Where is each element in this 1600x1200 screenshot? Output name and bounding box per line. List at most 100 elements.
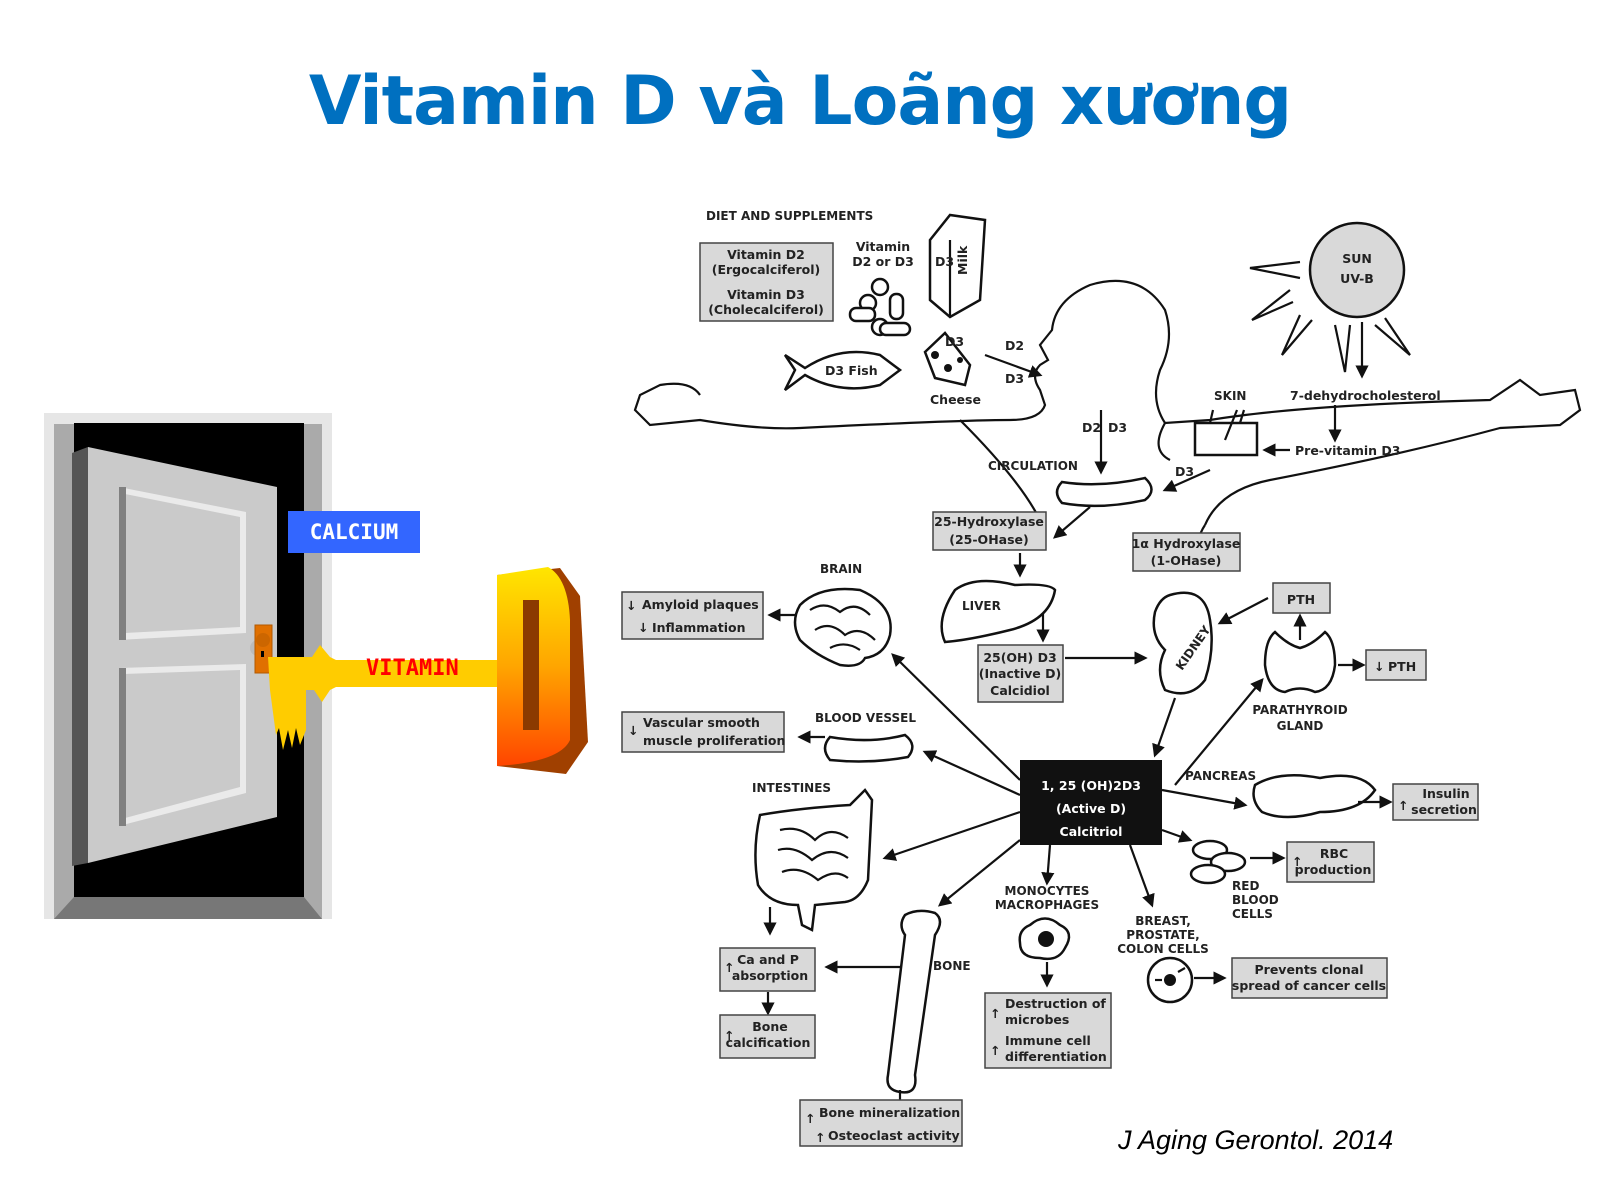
milk-carton-icon: D3 Milk [928,213,987,319]
svg-text:(Cholecalciferol): (Cholecalciferol) [708,302,824,317]
svg-text:MACROPHAGES: MACROPHAGES [995,898,1099,912]
blood-vessel-label: BLOOD VESSEL [815,711,916,725]
intestines-label: INTESTINES [752,781,831,795]
svg-text:D3: D3 [945,334,964,349]
calcidiol-box [977,644,1064,703]
immune-effects-box [984,992,1112,1069]
door-key-illustration [44,413,588,919]
previtamin-label: Pre-vitamin D3 [1295,443,1400,458]
svg-text:absorption: absorption [732,968,808,983]
calcium-tag: CALCIUM [288,511,420,553]
up-arrow-icon: ↑ [805,1111,815,1126]
svg-text:Vascular smooth: Vascular smooth [643,715,760,730]
parathyroid-gland-icon [1263,630,1337,694]
circulation-vessel-icon [1055,476,1153,508]
red-blood-cells-icon [1189,839,1247,885]
svg-text:Vitamin D2: Vitamin D2 [727,247,805,262]
svg-text:(Inactive D): (Inactive D) [979,666,1061,681]
svg-text:Vitamin D3: Vitamin D3 [727,287,805,302]
svg-text:25(OH) D3: 25(OH) D3 [983,650,1056,665]
key-icon [268,567,588,774]
vessel-effects-box [621,711,785,753]
svg-text:LIVER: LIVER [962,599,1001,613]
svg-text:PTH: PTH [1287,592,1315,607]
up-arrow-icon: ↑ [1292,854,1302,869]
svg-text:UV-B: UV-B [1340,271,1374,286]
svg-text:secretion: secretion [1411,802,1477,817]
brain-effects-box [621,591,764,640]
brain-icon [793,587,892,667]
up-arrow-icon: ↑ [990,1006,1000,1021]
svg-text:production: production [1295,862,1372,877]
svg-text:Prevents clonal: Prevents clonal [1255,962,1364,977]
bone-icon [886,909,942,1094]
svg-text:Milk: Milk [955,245,970,275]
skin-label: SKIN [1214,389,1246,403]
svg-text:Destruction of: Destruction of [1005,996,1106,1011]
pills-icon [848,277,912,337]
bone-label: BONE [933,959,971,973]
insulin-box [1392,783,1479,821]
cancer-cell-icon [1146,956,1194,1004]
svg-text:GLAND: GLAND [1277,719,1324,733]
up-arrow-icon: ↑ [724,1028,734,1043]
brain-label: BRAIN [820,562,862,576]
diet-header: DIET AND SUPPLEMENTS [706,209,873,223]
svg-text:D2: D2 [1005,338,1024,353]
bone-effects-box [799,1099,963,1147]
svg-text:differentiation: differentiation [1005,1049,1107,1064]
svg-text:D3: D3 [935,254,954,269]
citation: J Aging Gerontol. 2014 [1118,1125,1394,1155]
svg-text:(Active D): (Active D) [1056,801,1126,816]
svg-text:Immune cell: Immune cell [1005,1033,1091,1048]
sun-icon: SUN UV-B [1249,221,1411,379]
svg-text:D3: D3 [1005,371,1024,386]
up-arrow-icon: ↑ [724,960,734,975]
vitamin-key-label: VITAMIN [366,656,459,681]
circulation-label: CIRCULATION [988,459,1078,473]
cancer-effect-box [1231,957,1388,999]
down-arrow-icon: ↓ [1374,659,1384,674]
svg-text:Amyloid plaques: Amyloid plaques [642,597,759,612]
svg-text:25-Hydroxylase: 25-Hydroxylase [934,514,1044,529]
blood-vessel-icon [823,733,914,763]
svg-text:MONOCYTES: MONOCYTES [1005,884,1090,898]
svg-text:spread of cancer cells: spread of cancer cells [1232,978,1386,993]
pancreas-label: PANCREAS [1185,769,1256,783]
svg-text:calcification: calcification [726,1035,811,1050]
svg-text:SUN: SUN [1342,251,1372,266]
svg-text:CELLS: CELLS [1232,907,1273,921]
svg-text:D3: D3 [1175,464,1194,479]
fish-icon: D3 Fish [783,350,903,391]
svg-text:D3: D3 [1108,420,1127,435]
liver-icon [940,579,1057,644]
hydroxylase-25-box [932,511,1047,551]
diet-vitamins-box [699,242,834,322]
svg-text:PROSTATE,: PROSTATE, [1126,928,1199,942]
svg-text:Bone: Bone [752,1019,788,1034]
skin-block-icon [1193,409,1259,457]
svg-text:D3 Fish: D3 Fish [825,363,878,378]
calcitriol-active-box [1020,760,1162,845]
dehydrocholesterol-label: 7-dehydrocholesterol [1290,388,1441,403]
svg-text:1, 25 (OH)2D3: 1, 25 (OH)2D3 [1041,778,1141,793]
pth-box [1272,582,1331,614]
svg-text:Bone mineralization: Bone mineralization [819,1105,960,1120]
svg-text:Cheese: Cheese [930,392,981,407]
svg-text:Calcitriol: Calcitriol [1060,824,1123,839]
cheese-icon: D3 Cheese [923,331,981,407]
svg-text:Ca and P: Ca and P [737,952,799,967]
svg-text:PTH: PTH [1388,659,1416,674]
svg-text:Inflammation: Inflammation [652,620,745,635]
svg-text:Insulin: Insulin [1422,786,1469,801]
rbc-production-box [1286,841,1375,883]
down-arrow-icon: ↓ [626,598,636,613]
hydroxylase-1a-box [1132,532,1241,572]
svg-text:D2: D2 [1082,420,1101,435]
svg-text:BREAST,: BREAST, [1135,914,1191,928]
up-arrow-icon: ↑ [990,1043,1000,1058]
ca-p-absorption-box [719,947,816,992]
svg-text:PARATHYROID: PARATHYROID [1252,703,1347,717]
svg-text:RBC: RBC [1320,846,1348,861]
